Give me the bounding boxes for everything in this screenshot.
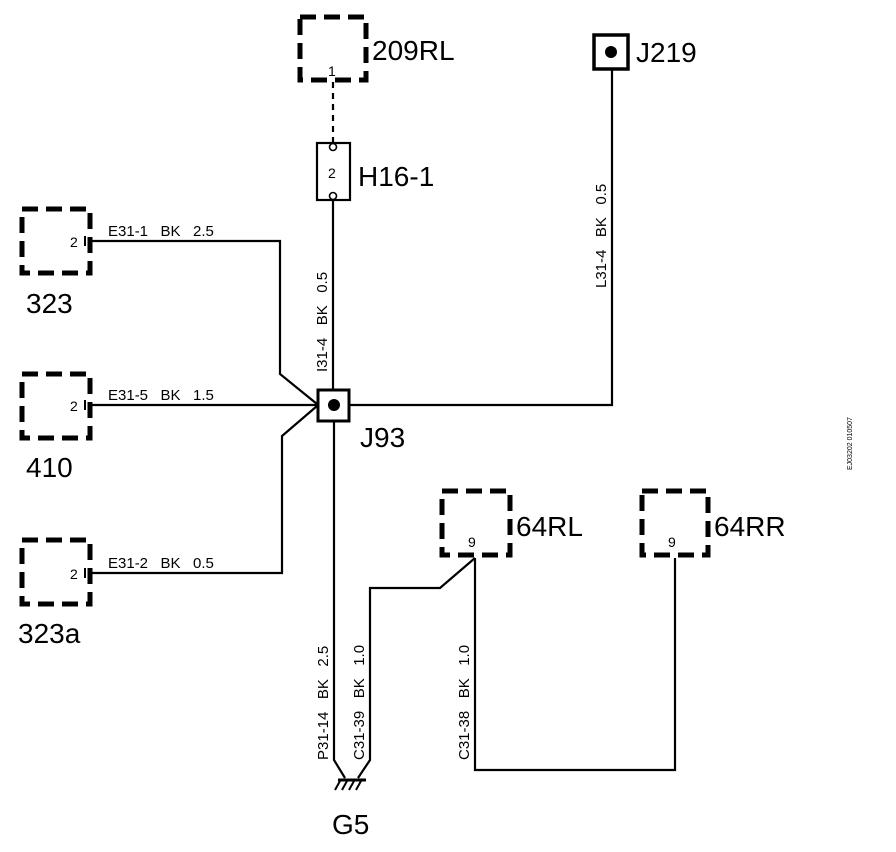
connector-410-box [19,371,93,441]
ground-g5: G5 [332,778,369,840]
connector-410: 2 410 [19,371,93,483]
splice-j219: J219 [592,33,697,71]
wire-c31-38 [473,558,677,772]
connector-64rr: 9 64RR [639,488,786,558]
connector-64rr-label: 64RR [714,511,786,542]
connector-64rl: 9 64RL [439,488,583,558]
connector-64rr-box [639,488,711,558]
wire-label-e31-2: E31-2 BK 0.5 [108,555,214,572]
connector-64rr-pin: 9 [668,534,676,550]
connector-323a-box [19,537,93,607]
wire-c31-39 [357,557,476,779]
wire-label-i31-4: I31-4 BK 0.5 [314,272,331,372]
connector-323a-pin: 2 [70,566,78,582]
wire-label-e31-5: E31-5 BK 1.5 [108,387,214,404]
connector-209rl-label: 209RL [372,35,455,66]
splice-j93-dot-icon [328,399,340,411]
connector-h16-1-pin: 2 [328,165,336,181]
connector-209rl-box [297,14,369,83]
splice-j93-box [316,388,351,423]
connector-323-box [19,206,93,276]
ground-g5-label: G5 [332,809,369,840]
wire-label-p31-14: P31-14 BK 2.5 [315,646,332,760]
wire-label-e31-1: E31-1 BK 2.5 [108,223,214,240]
wire-label-c31-38: C31-38 BK 1.0 [456,645,473,760]
splice-j93: J93 [316,388,405,453]
connector-323-label: 323 [26,288,73,319]
wire-l31-4 [349,70,614,407]
connector-64rl-pin: 9 [468,534,476,550]
connector-323a: 2 323a [18,537,93,649]
connector-209rl: 1 209RL [297,14,455,83]
wire-e31-1 [90,239,318,405]
wire-label-c31-39: C31-39 BK 1.0 [351,645,368,760]
connector-h16-1-bottom-terminal-icon [328,191,338,201]
splice-j93-label: J93 [360,422,405,453]
connector-h16-1: 2 H16-1 [315,141,434,202]
ground-icon [334,780,362,791]
connector-410-label: 410 [26,452,73,483]
connector-64rl-box [439,488,513,558]
connector-410-pin: 2 [70,398,78,414]
connector-h16-1-top-terminal-icon [328,142,338,152]
wire-label-l31-4: L31-4 BK 0.5 [593,184,610,288]
connector-h16-1-label: H16-1 [358,161,434,192]
connector-323: 2 323 [19,206,93,319]
splice-j219-label: J219 [636,37,697,68]
document-code: EJ03202 010507 [847,417,854,470]
wire-p31-14 [332,421,346,779]
connector-323-pin: 2 [70,234,78,250]
wires [90,70,677,779]
connector-209rl-pin: 1 [328,63,336,79]
splice-j219-dot-icon [605,46,617,58]
wire-e31-2 [90,405,318,575]
connector-64rl-label: 64RL [516,511,583,542]
connector-323a-label: 323a [18,618,81,649]
